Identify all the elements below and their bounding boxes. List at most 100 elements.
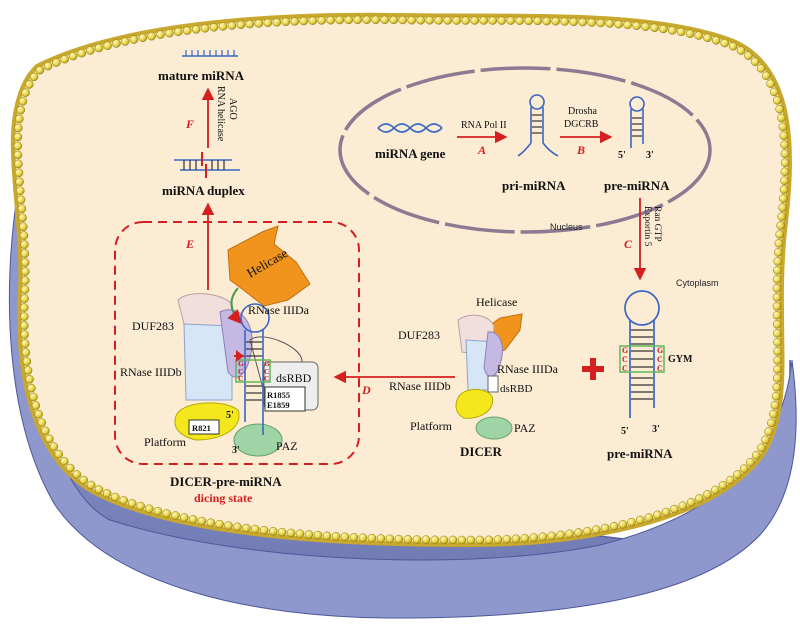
membrane-bead [37,418,47,427]
membrane-bead [560,17,569,26]
membrane-bead [224,521,233,530]
membrane-bead [779,194,788,203]
membrane-bead [772,311,782,320]
mirna-gene-dna [377,123,443,133]
membrane-bead [380,15,389,25]
membrane-bead [600,523,610,533]
membrane-bead [14,159,23,169]
membrane-bead [596,18,605,28]
membrane-bead [349,533,359,542]
membrane-bead [635,515,645,525]
membrane-bead [751,451,761,460]
pre-mirna-nucleus-hairpin [629,96,645,148]
membrane-bead [407,15,416,25]
membrane-bead [780,158,790,167]
pre-mirna-nucleus-5prime: 5' [618,150,626,161]
ran-gtp-label: Ran GTP [652,206,662,242]
dicer-paz-label: PAZ [514,421,536,435]
membrane-bead [120,37,130,46]
pre-mirna-cyto-5prime: 5' [621,426,629,437]
membrane-bead [772,329,782,338]
membrane-bead [16,195,26,205]
membrane-bead [20,249,30,258]
membrane-bead [25,375,34,384]
membrane-bead [685,29,695,38]
membrane-bead [129,35,139,44]
membrane-bead [389,15,398,25]
membrane-bead [52,58,61,67]
pre-mirna-nucleus-3prime: 3' [646,150,654,161]
membrane-bead [21,348,31,357]
membrane-bead [614,19,623,29]
membrane-bead [86,480,96,490]
membrane-bead [773,356,782,365]
membrane-bead [27,383,36,393]
membrane-bead [112,39,121,48]
membrane-bead [304,530,314,539]
dicing-state-box [114,221,360,465]
membrane-bead [13,141,23,151]
membrane-bead [618,520,628,529]
membrane-bead [452,16,461,25]
membrane-bead [344,15,353,25]
complex-basepairs [246,341,262,401]
membrane-bead [542,16,551,26]
membrane-bead [367,533,377,543]
membrane-bead [773,257,782,266]
membrane-bead [322,531,332,541]
complex-state-label: dicing state [194,491,253,505]
membrane-bead [412,535,422,544]
rna-helicase-label: RNA helicase [215,86,226,142]
membrane-bead [119,496,128,505]
membrane-bead [757,443,766,453]
membrane-bead [769,87,779,97]
membrane-bead [779,131,789,140]
membrane-bead [661,507,671,517]
membrane-bead [277,527,287,537]
dgcrb-label: DGCRB [564,119,599,130]
membrane-bead [733,470,742,479]
membrane-bead [21,88,30,97]
gym-motif-bases: G C C G C C [622,346,663,373]
membrane-bead [497,16,506,25]
membrane-bead [23,366,33,375]
membrane-bead [138,33,148,43]
membrane-bead [20,339,30,348]
membrane-bead [780,140,789,149]
membrane-bead [772,383,781,392]
membrane-bead [676,27,686,37]
membrane-bead [29,392,38,402]
membrane-bead [16,186,25,196]
membrane-bead [779,185,789,194]
membrane-bead [739,464,749,473]
membrane-bead [206,518,216,527]
membrane-bead [470,16,479,25]
membrane-bead [54,449,64,459]
membrane-bead [242,523,251,533]
membrane-bead [592,525,601,534]
membrane-bead [484,535,494,545]
step-b-label: B [576,143,585,157]
membrane-bead [670,504,679,514]
membrane-bead [533,16,542,26]
membrane-bead [43,61,53,71]
nucleus-envelope [338,66,712,234]
membrane-bead [583,526,592,536]
membrane-bead [780,176,789,185]
membrane-bead [439,535,449,545]
membrane-bead [371,15,380,25]
membrane-bead [86,46,95,55]
dicer-platform-label: Platform [410,419,453,433]
membrane-bead [773,266,782,275]
membrane-bead [425,16,434,25]
cytoplasm-label: Cytoplasm [676,278,719,288]
membrane-bead [778,203,787,212]
membrane-bead [750,57,760,66]
membrane-bead [479,16,488,25]
membrane-bead [94,43,104,53]
membrane-bead [627,517,636,527]
membrane-bead [331,532,341,541]
membrane-bead [182,26,192,35]
mirna-duplex-pairs [183,160,225,170]
membrane-bead [340,532,350,542]
